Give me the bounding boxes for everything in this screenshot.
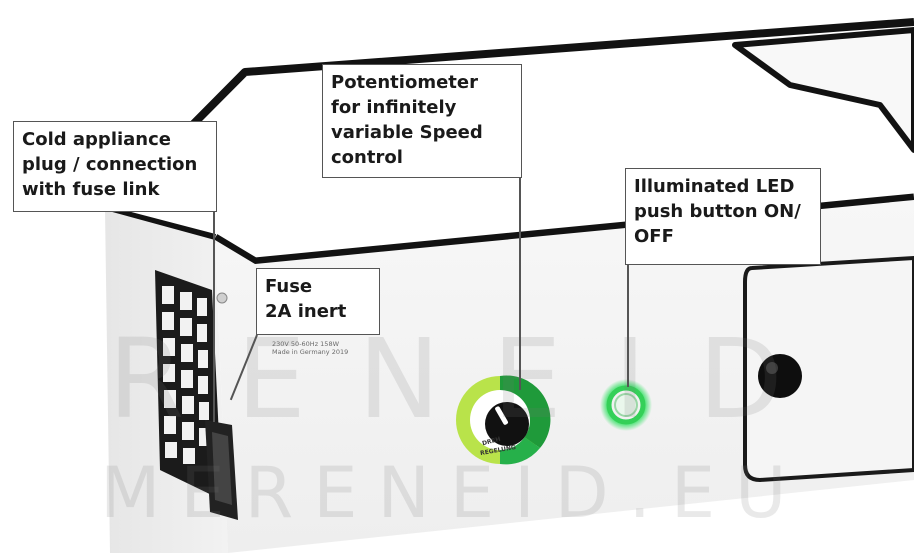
leader-line-led xyxy=(627,265,629,387)
callout-fuse: Fuse 2A inert xyxy=(256,268,380,335)
potentiometer-knob xyxy=(456,375,551,465)
type-plate-text: 230V 50-60Hz 158W Made in Germany 2019 xyxy=(272,340,349,356)
housing-front xyxy=(215,200,914,553)
leader-line-cold-appliance xyxy=(213,212,215,422)
vent-grille xyxy=(155,270,222,500)
leader-line-potentiometer xyxy=(519,178,521,390)
callout-potentiometer: Potentiometer for infinitely variable Sp… xyxy=(322,64,522,178)
watermark-line-2: MERENEID.EU xyxy=(100,452,807,534)
led-push-button xyxy=(600,379,652,431)
callout-led-button: Illuminated LED push button ON/ OFF xyxy=(625,168,821,265)
type-plate xyxy=(268,332,360,362)
watermark-line-1: RENEID xyxy=(108,315,835,443)
side-panel xyxy=(743,255,914,483)
callout-cold-appliance: Cold appliance plug / connection with fu… xyxy=(13,121,217,212)
appliance-socket xyxy=(205,292,238,520)
